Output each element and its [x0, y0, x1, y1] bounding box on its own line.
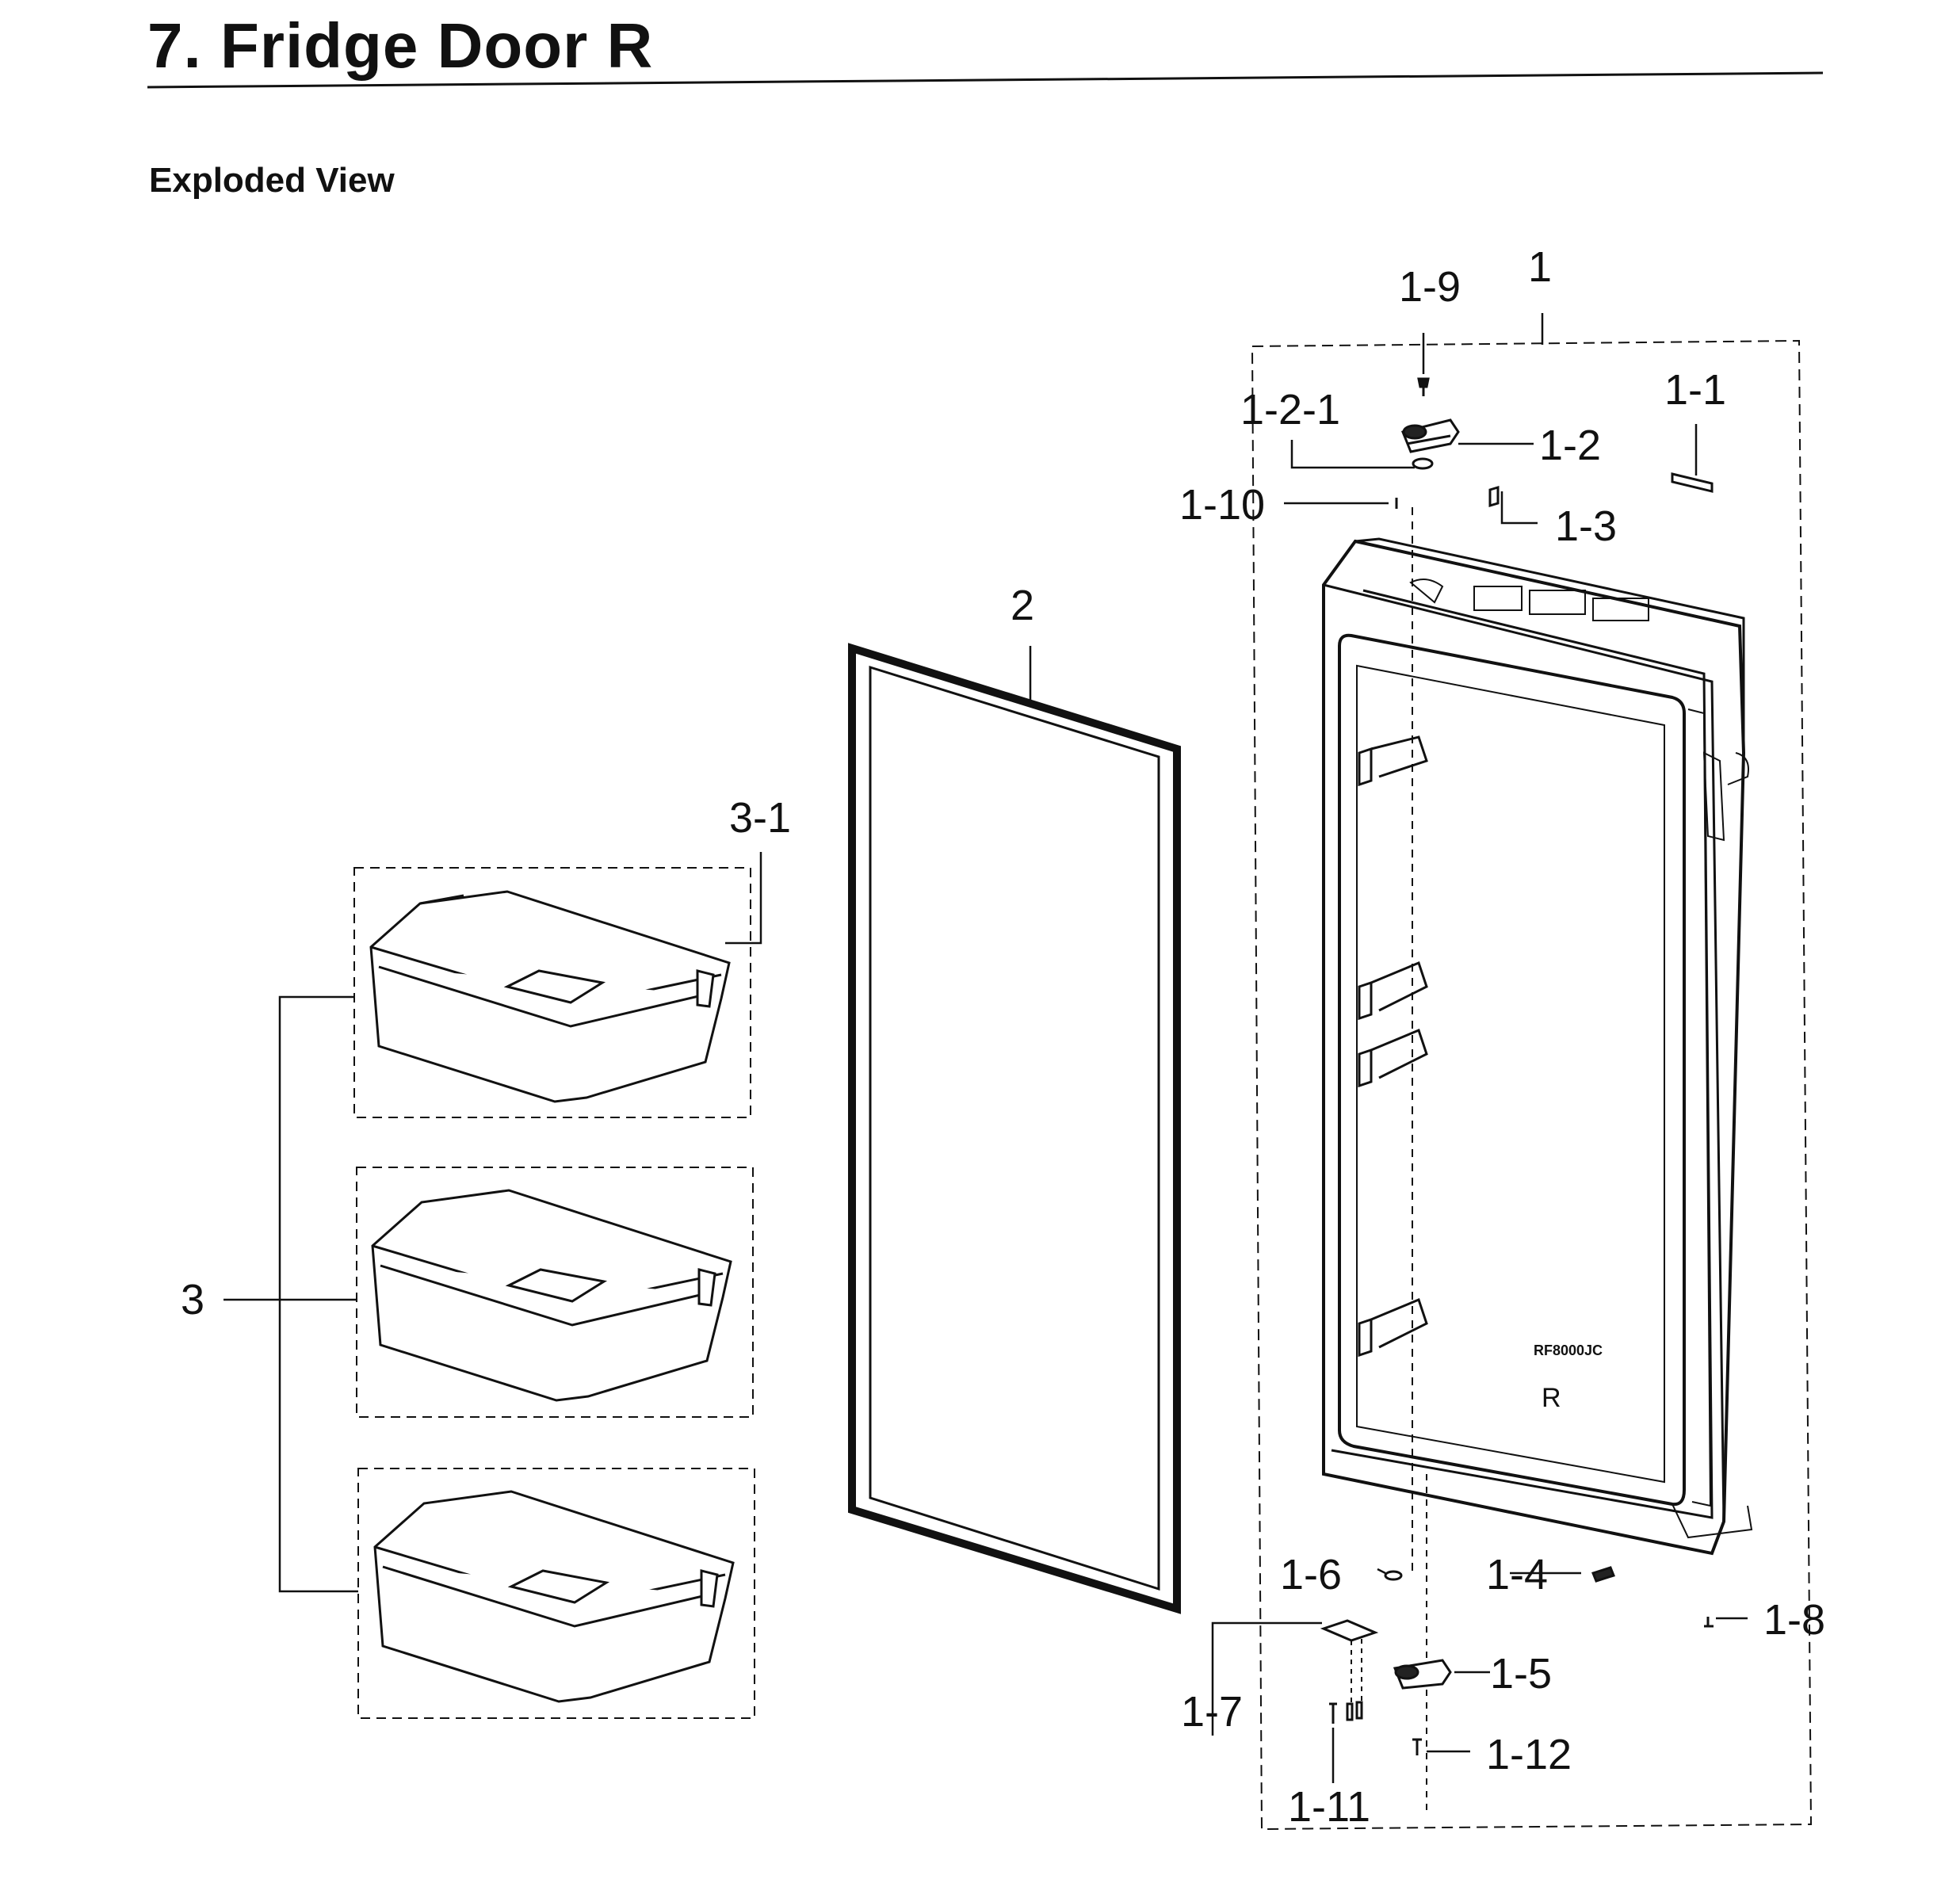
callout-labels: 1 1-9 1-2-1 1-1 1-2 1-10 1-3 2 3-1 3 1-6…	[181, 243, 1825, 1831]
part-1-6-washer	[1384, 1570, 1403, 1581]
door-gasket	[848, 643, 1181, 1614]
part-1-2-top-hinge	[1400, 418, 1460, 453]
callout-1-2: 1-2	[1539, 422, 1601, 469]
part-1-1-bar	[1671, 472, 1714, 493]
callout-1-8: 1-8	[1763, 1596, 1825, 1644]
part-1-2-1-washer	[1412, 457, 1434, 470]
leader-lines-door	[1211, 313, 1748, 1783]
part-1-12-screw	[1412, 1738, 1422, 1755]
leader-lines-bins	[224, 852, 762, 1593]
door-bin-3	[373, 1490, 735, 1703]
hardware-parts	[1320, 377, 1714, 1755]
callout-2: 2	[1011, 582, 1034, 629]
callout-1-10: 1-10	[1179, 481, 1265, 529]
door-assembly-group	[1251, 339, 1813, 1831]
part-1-7-bracket-plate	[1320, 1619, 1379, 1642]
callout-1-3: 1-3	[1555, 502, 1617, 550]
door-bins-group	[353, 867, 755, 1719]
door-model-marking: RF8000JC	[1534, 1342, 1603, 1358]
door-inner-liner	[1338, 633, 1686, 1507]
part-1-11-bolt	[1329, 1702, 1337, 1724]
bin-1-boundary	[353, 867, 751, 1118]
shelf-support-brackets	[1358, 735, 1428, 1358]
part-1-4-spring	[1591, 1566, 1615, 1583]
callout-1-4: 1-4	[1486, 1551, 1548, 1598]
callout-1-5: 1-5	[1490, 1650, 1552, 1698]
bin-3-boundary	[357, 1468, 755, 1719]
callout-1-12: 1-12	[1486, 1731, 1572, 1778]
callout-1-9: 1-9	[1399, 263, 1461, 311]
part-1-3-clip	[1488, 485, 1500, 508]
callout-1-2-1: 1-2-1	[1240, 386, 1340, 433]
door-assembly-boundary	[1251, 339, 1813, 1831]
door-bin-2	[371, 1189, 732, 1402]
callout-1-6: 1-6	[1280, 1551, 1342, 1598]
door-outer-panel	[1322, 539, 1746, 1556]
part-1-8-screw	[1704, 1617, 1714, 1628]
callout-1-11: 1-11	[1288, 1783, 1370, 1831]
door-top-cap	[1323, 537, 1745, 1522]
callout-3: 3	[181, 1276, 204, 1323]
bin-2-boundary	[356, 1167, 754, 1418]
callout-1-1: 1-1	[1664, 366, 1726, 414]
page-subtitle: Exploded View	[149, 161, 395, 200]
title-underline	[147, 71, 1824, 89]
callout-1-7: 1-7	[1181, 1688, 1243, 1736]
part-1-9-screw	[1417, 377, 1430, 396]
door-side-marking: R	[1542, 1383, 1561, 1413]
callout-3-1: 3-1	[729, 794, 791, 842]
part-1-5-bottom-hinge	[1393, 1659, 1452, 1690]
page-title: 7. Fridge Door R	[147, 10, 654, 81]
callout-1: 1	[1528, 243, 1552, 291]
door-bin-1	[369, 890, 731, 1103]
